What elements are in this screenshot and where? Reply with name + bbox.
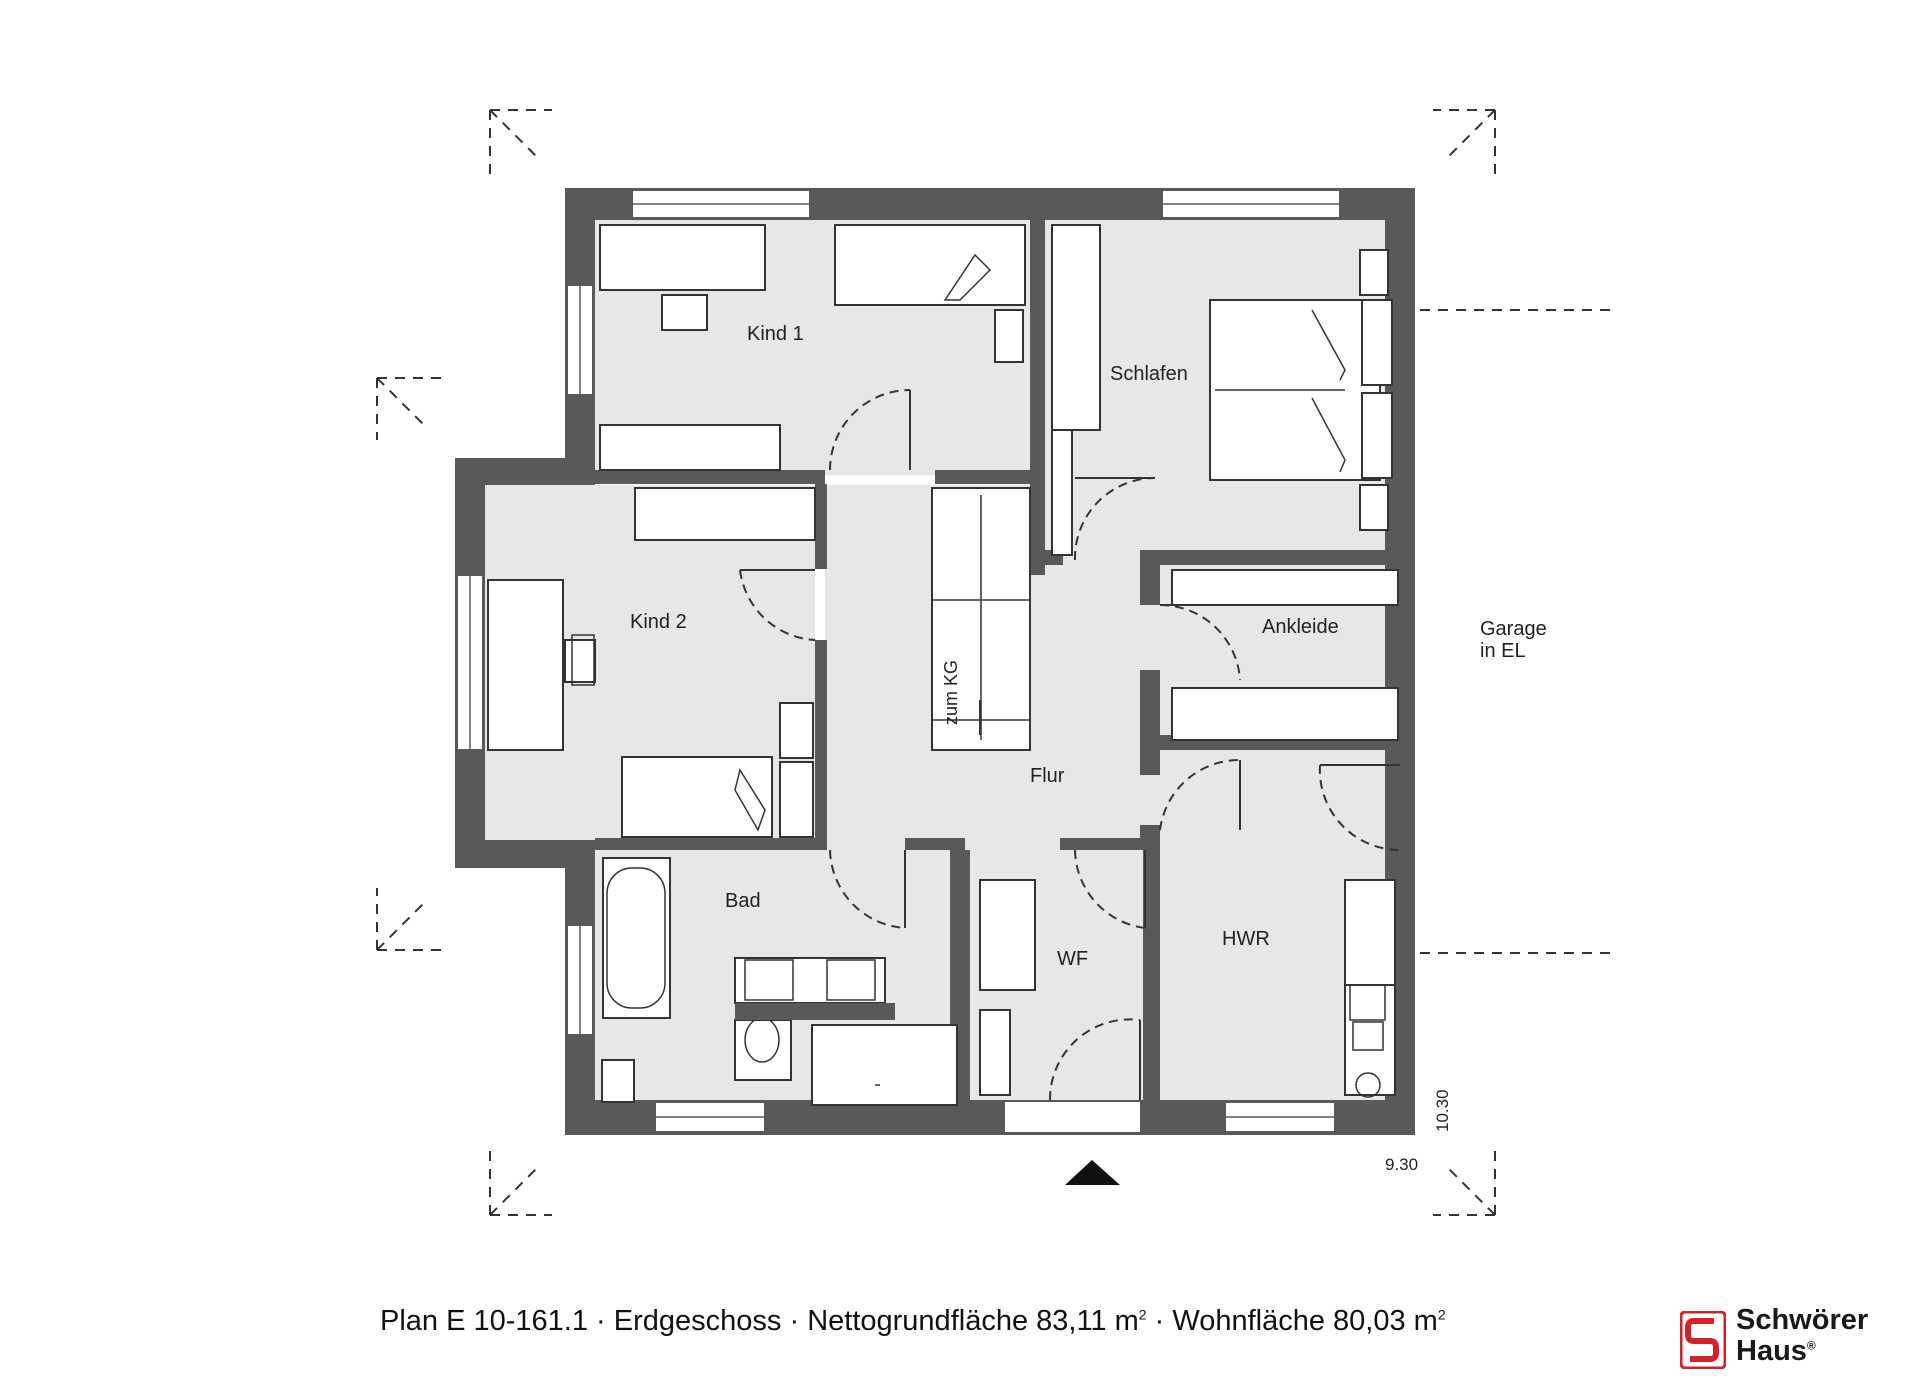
- room-label-ankleide: Ankleide: [1262, 616, 1339, 638]
- room-label-kind2: Kind 2: [630, 611, 687, 633]
- caption-separator: ·: [781, 1305, 808, 1337]
- stair-note: zum KG: [941, 660, 961, 725]
- room-label-wf: WF: [1057, 948, 1088, 970]
- caption-superscript: 2: [1437, 1306, 1446, 1323]
- room-label-bad: Bad: [725, 890, 761, 912]
- dimension-width: 9.30: [1385, 1155, 1418, 1174]
- room-label-flur: Flur: [1030, 765, 1065, 787]
- window-details: [469, 203, 1340, 1118]
- caption-separator: ·: [587, 1305, 614, 1337]
- room-label-schlafen: Schlafen: [1110, 363, 1188, 385]
- garage-label-line2: in EL: [1480, 640, 1526, 662]
- door-swings: [739, 389, 1401, 1101]
- dimension-depth: 10.30: [1433, 1089, 1452, 1132]
- interior-walls: [595, 220, 1385, 1100]
- logo-line1: Schwörer: [1736, 1304, 1869, 1336]
- entrance-triangle: [1065, 1160, 1120, 1185]
- room-label-hwr: HWR: [1222, 928, 1270, 950]
- caption-living-area: Wohnfläche 80,03 m: [1172, 1305, 1438, 1337]
- room-label-kind1: Kind 1: [747, 323, 804, 345]
- furniture-details: [571, 253, 1386, 1098]
- caption-separator: ·: [1146, 1305, 1173, 1337]
- logo-registered: ®: [1806, 1338, 1816, 1353]
- garage-label-line1: Garage: [1480, 618, 1547, 640]
- vanity-counter: [735, 1003, 895, 1020]
- caption-net-area: Nettogrundfläche 83,11 m: [807, 1305, 1139, 1337]
- plan-caption: Plan E 10-161.1 · Erdgeschoss · Nettogru…: [380, 1305, 1540, 1338]
- furniture: [487, 224, 1399, 1106]
- corner-markers: [376, 109, 1615, 1216]
- schwoerer-s-icon: [1680, 1311, 1726, 1369]
- logo-line2: Haus: [1736, 1335, 1807, 1367]
- caption-floor: Erdgeschoss: [613, 1305, 782, 1337]
- caption-plan: Plan E 10-161.1: [380, 1305, 588, 1337]
- caption-superscript: 2: [1138, 1306, 1147, 1323]
- door-lines: [740, 390, 1400, 1100]
